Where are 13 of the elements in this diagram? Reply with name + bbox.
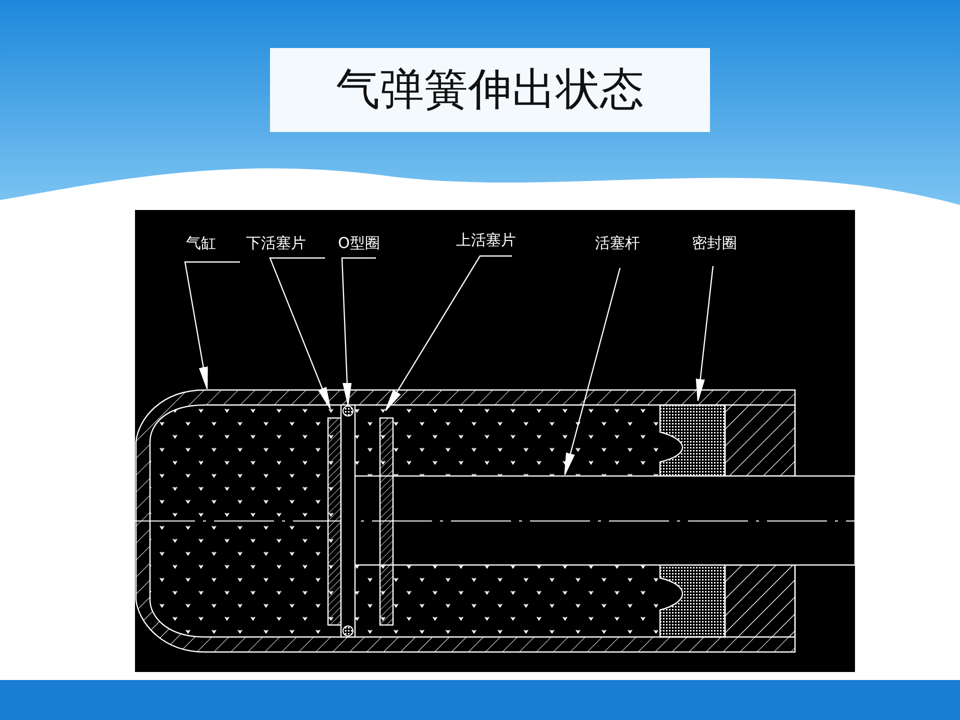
part-label: 密封圈 <box>692 234 737 252</box>
part-label: O型圈 <box>338 234 380 252</box>
title: 气弹簧伸出状态 <box>270 48 710 132</box>
part-label: 上活塞片 <box>456 231 516 249</box>
leader-line <box>564 268 621 476</box>
leader-line <box>384 255 512 412</box>
part-label: 气缸 <box>186 234 216 252</box>
leader-line <box>269 257 331 410</box>
leader-line <box>696 266 714 402</box>
part-label: 活塞杆 <box>595 234 640 252</box>
leader-line <box>184 261 240 390</box>
leader-line <box>341 257 376 406</box>
part-label: 下活塞片 <box>246 234 306 252</box>
